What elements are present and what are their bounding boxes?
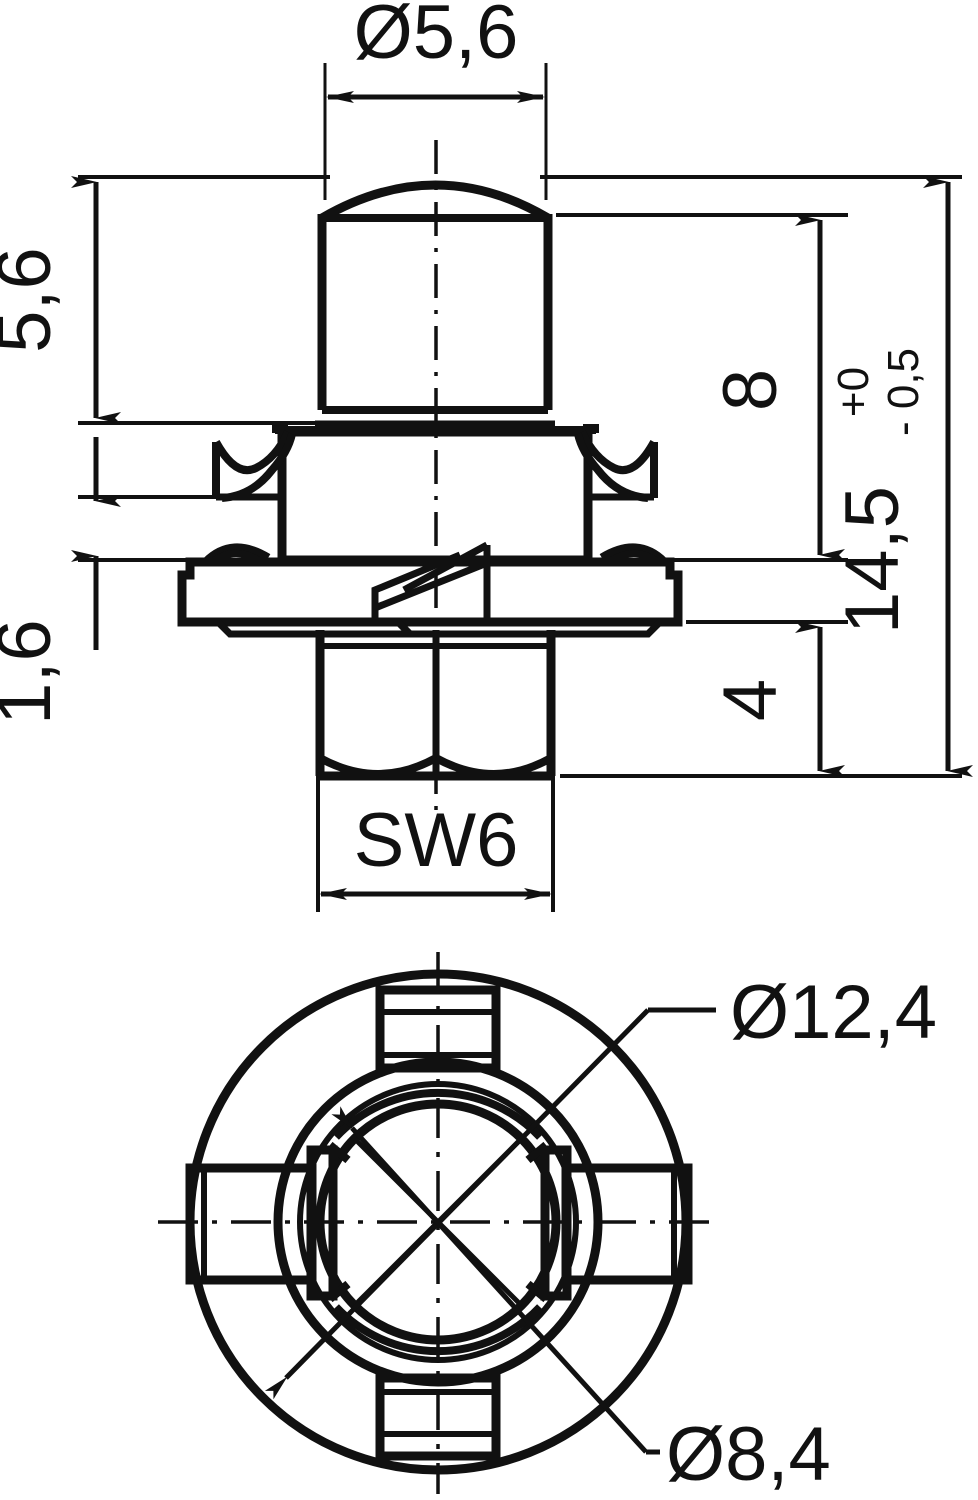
dim-diameter-5-6-group: Ø5,6 — [323, 0, 548, 200]
spring-clip-left — [212, 430, 292, 498]
tab-south — [375, 1373, 501, 1461]
tab-north — [375, 985, 501, 1073]
ramp-detail-upper — [402, 541, 489, 594]
body-step-left — [272, 424, 288, 433]
dim-height-5-6-label: 5,6 — [0, 247, 67, 353]
dim-tolerance-upper-label: +0 — [829, 367, 878, 417]
bottom-view-inner-ring — [297, 1081, 579, 1363]
bottom-view — [158, 952, 716, 1494]
dim-hex-sw6-group: SW6 — [316, 776, 555, 912]
spring-clip-right — [578, 430, 658, 498]
dim-diameter-8-4-group: Ø8,4 — [331, 1106, 831, 1497]
tab-west — [185, 1163, 317, 1285]
dim-diameter-8-4-label: Ø8,4 — [666, 1412, 831, 1497]
leader-line-8-4-diagonal — [331, 1106, 648, 1454]
dim-diameter-12-4-label: Ø12,4 — [730, 970, 937, 1055]
dim-height-14-5-label: 14,5 — [830, 486, 915, 634]
spring-arc-top — [333, 1088, 543, 1140]
dome-top-arc — [319, 180, 551, 222]
flange-plate — [177, 557, 683, 627]
dim-height-4-label: 4 — [708, 679, 793, 721]
spring-arc-bottom — [333, 1304, 543, 1356]
dim-height-8-label: 8 — [708, 369, 793, 411]
leader-line-12-4-diagonal — [264, 1008, 650, 1400]
tab-west-clip — [306, 1145, 338, 1301]
dim-hex-sw6-label: SW6 — [354, 798, 519, 883]
tab-east — [561, 1163, 693, 1285]
body-step-right — [583, 424, 599, 433]
left-dimension-group: 5,6 1,6 — [0, 175, 330, 725]
dim-tolerance-lower-label: - 0,5 — [879, 348, 928, 436]
dim-height-1-6-label: 1,6 — [0, 619, 67, 725]
tab-east-clip — [540, 1145, 572, 1301]
bottom-view-shank-circle — [315, 1099, 561, 1345]
dim-diameter-5-6-label: Ø5,6 — [354, 0, 519, 75]
side-section-view — [177, 140, 683, 810]
dim-diameter-12-4-group: Ø12,4 — [264, 970, 937, 1400]
right-dimension-group: 8 4 14,5 +0 - 0,5 — [540, 175, 973, 778]
